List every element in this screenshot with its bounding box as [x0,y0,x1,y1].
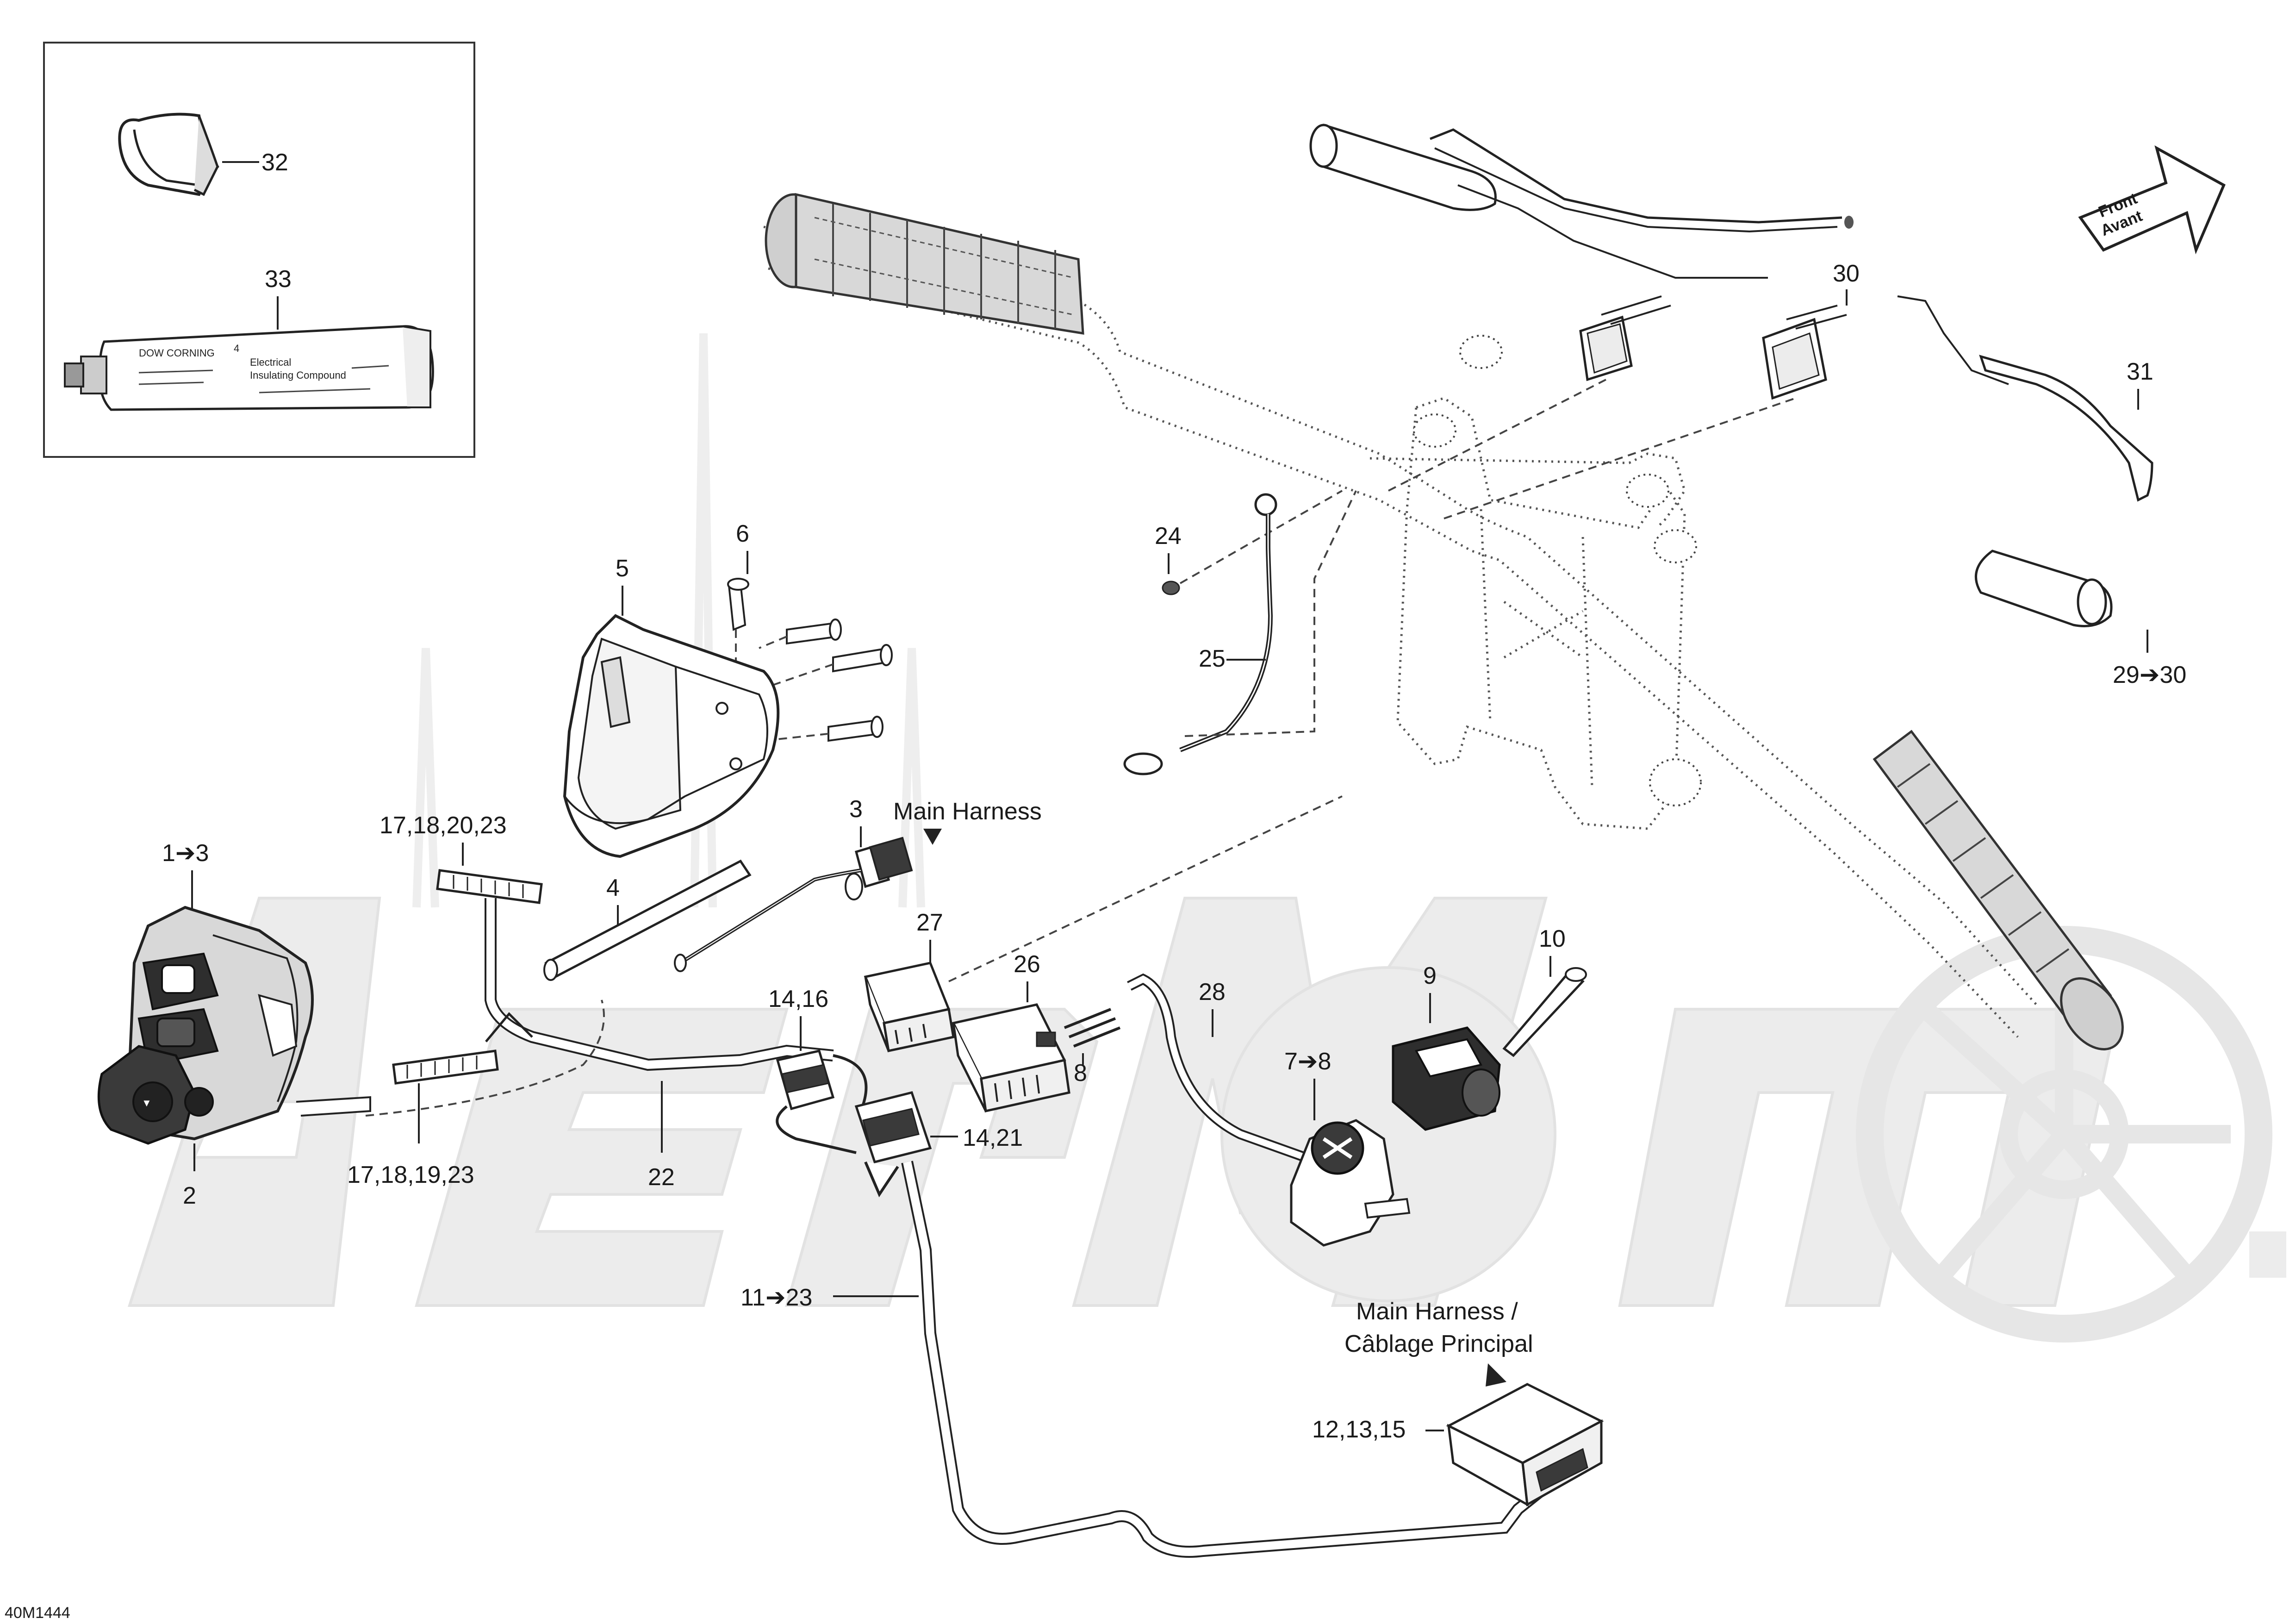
callout-17-top: 17,18,20,23 [380,812,507,839]
connector-part-27 [864,795,1343,1052]
connector-part-14-top [776,1049,868,1154]
callout-14-bottom: 14,21 [963,1124,1023,1151]
callout-29: 29➔30 [2113,662,2186,688]
heated-grip-element-29 [1309,124,1854,279]
callout-25: 25 [1199,645,1226,672]
inset-box: 32 33 DOW CORNING 4 Electrical Insulatin… [43,42,475,458]
main-harness-note-top: Main Harness [893,798,1042,825]
screws-part-6 [727,578,893,742]
housing-part-5 [563,614,780,858]
cable-part-28 [1127,973,1307,1162]
callout-8: 8 [1074,1060,1087,1087]
callout-32: 32 [261,149,288,176]
main-harness-arrow-bottom [1486,1363,1506,1387]
callout-10: 10 [1539,925,1566,952]
heated-grip-element-31 [1897,295,2153,627]
callout-28: 28 [1199,979,1226,1006]
clip-part-32 [118,112,219,196]
callout-26: 26 [1014,951,1040,978]
tube-brand: DOW CORNING [139,347,215,359]
svg-text:▼: ▼ [142,1097,152,1109]
callout-2: 2 [183,1182,196,1209]
connector-part-12 [1446,1383,1604,1507]
main-harness-arrow-top [923,829,942,845]
callout-30: 30 [1833,260,1860,287]
callout-5: 5 [616,555,629,582]
switch-knob-part-2: ▼ [97,1045,214,1145]
left-grip [765,193,1084,335]
callout-11: 11➔23 [740,1284,812,1311]
connector-part-14-bottom [854,1091,932,1198]
grip-connector-pair-30 [1388,295,1847,519]
callout-9: 9 [1423,962,1437,989]
callout-12: 12,13,15 [1312,1416,1406,1443]
sleeve-part-4 [543,859,752,981]
main-harness-note-line2: Câblage Principal [1344,1330,1533,1357]
tube-product-line3: Insulating Compound [250,369,346,381]
switch-part-7 [1290,1119,1411,1247]
cap-part-9 [1392,1026,1501,1131]
terminals-part-8 [1064,1008,1121,1048]
callout-4: 4 [606,874,620,901]
callout-27: 27 [916,909,943,936]
pin-part-10 [1502,967,1587,1057]
drawing-code: 40M1444 [5,1604,70,1622]
main-harness-run-part-11 [901,1161,1545,1558]
connector-part-3 [679,837,913,965]
main-harness-note-line1: Main Harness / [1356,1298,1518,1325]
front-direction-arrow: Front Avant [2078,145,2226,255]
inset-frame [43,42,475,458]
connector-strip-17-top [436,869,543,904]
compound-tube-part-33: DOW CORNING 4 Electrical Insulating Comp… [64,325,434,411]
callout-7: 7➔8 [1284,1048,1331,1075]
screw-part-24 [1162,490,1343,595]
callout-31: 31 [2127,358,2153,385]
callout-24: 24 [1155,523,1182,550]
callout-33: 33 [265,266,292,293]
callout-22: 22 [648,1164,675,1191]
connector-strip-17-bottom [392,1049,499,1085]
handlebar-assembly [763,193,2124,1050]
callout-3: 3 [849,796,863,823]
ground-cable-part-25 [1123,490,1357,775]
callout-17-bottom: 17,18,19,23 [347,1162,474,1188]
callout-6: 6 [736,520,749,547]
tube-product-number: 4 [234,343,239,354]
callout-1: 1➔3 [162,840,209,867]
right-grip [1873,730,2124,1050]
connector-part-26 [952,1003,1070,1113]
callout-14-top: 14,16 [768,986,828,1012]
wiring-harness-part-22 [365,898,834,1117]
tube-product-line2: Electrical [250,356,291,368]
handlebar-riser [1396,335,1702,830]
